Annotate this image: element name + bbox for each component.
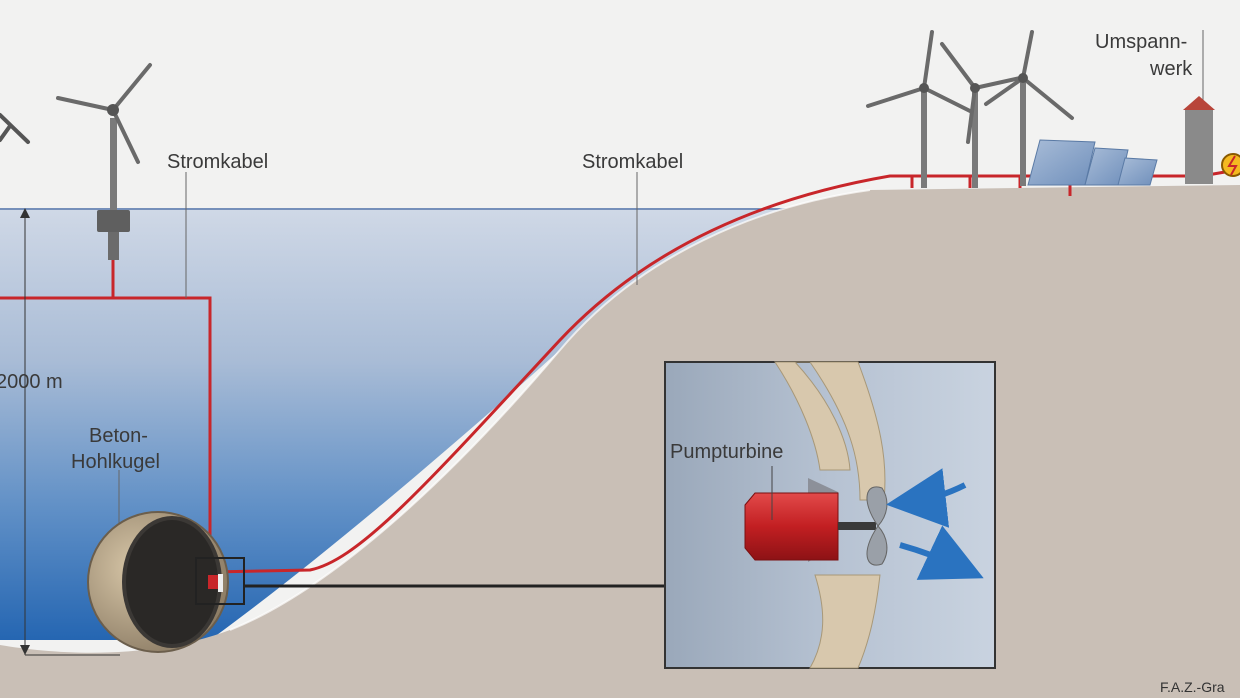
pump-turbine-inset <box>664 361 996 669</box>
cable-wind-farm-links <box>910 176 1072 196</box>
onshore-wind-turbine-3 <box>984 30 1074 186</box>
pump-turbine-box-small <box>195 557 245 605</box>
concrete-hollow-sphere <box>87 511 229 653</box>
onshore-wind-turbine-1 <box>866 30 974 188</box>
label-sphere-line1: Beton- <box>89 425 148 447</box>
solar-panels <box>1027 139 1158 186</box>
label-substation-line2: werk <box>1149 58 1193 80</box>
wind-turbine-left-partial <box>0 113 30 144</box>
label-credit: F.A.Z.-Gra <box>1160 679 1225 695</box>
depth-arrow-top <box>20 208 30 218</box>
label-pump-turbine: Pumpturbine <box>670 441 783 463</box>
cable-to-shore <box>211 165 1192 574</box>
label-sphere-line2: Hohlkugel <box>71 451 160 473</box>
label-cable-left: Stromkabel <box>167 151 268 173</box>
label-cable-right: Stromkabel <box>582 151 683 173</box>
label-substation-line1: Umspann- <box>1095 31 1187 53</box>
seabed-edge <box>229 189 871 631</box>
offshore-wind-turbine <box>56 63 152 260</box>
label-depth: 2000 m <box>0 371 63 393</box>
depth-arrow-bottom <box>20 645 30 655</box>
onshore-wind-turbine-2 <box>940 42 1022 188</box>
cable-offshore <box>0 296 212 565</box>
substation-building <box>1183 96 1240 184</box>
